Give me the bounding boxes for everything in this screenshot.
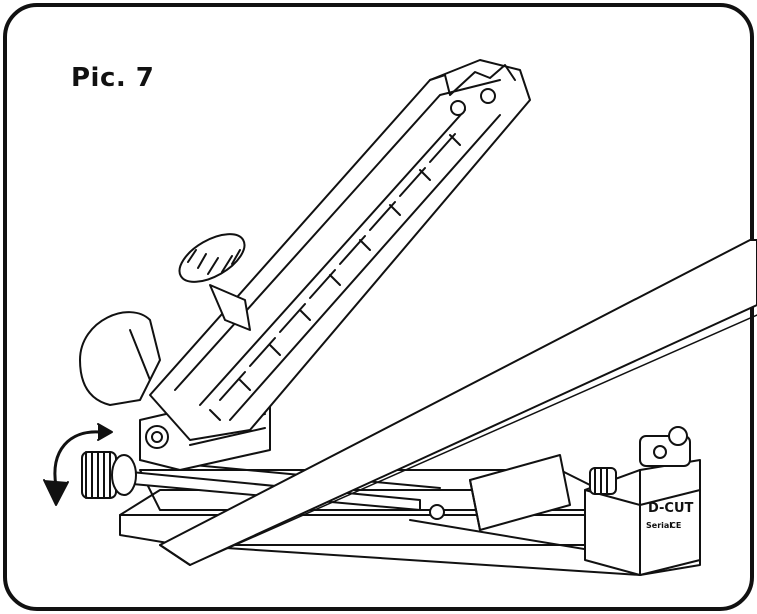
brand-plate: D-CUT bbox=[648, 501, 694, 516]
rotation-knob bbox=[82, 452, 136, 498]
rotation-arrow-icon bbox=[44, 424, 112, 505]
workpiece-plank bbox=[160, 240, 757, 565]
plate-line-1: Serial bbox=[646, 521, 672, 530]
plate-line-2: CE bbox=[670, 521, 681, 530]
figure-caption: Pic. 7 bbox=[71, 63, 155, 93]
cutter-head bbox=[150, 60, 530, 440]
support-wedge bbox=[430, 455, 570, 530]
end-stop-block bbox=[585, 427, 700, 575]
handle bbox=[80, 312, 160, 405]
adjustment-knob bbox=[172, 224, 252, 330]
